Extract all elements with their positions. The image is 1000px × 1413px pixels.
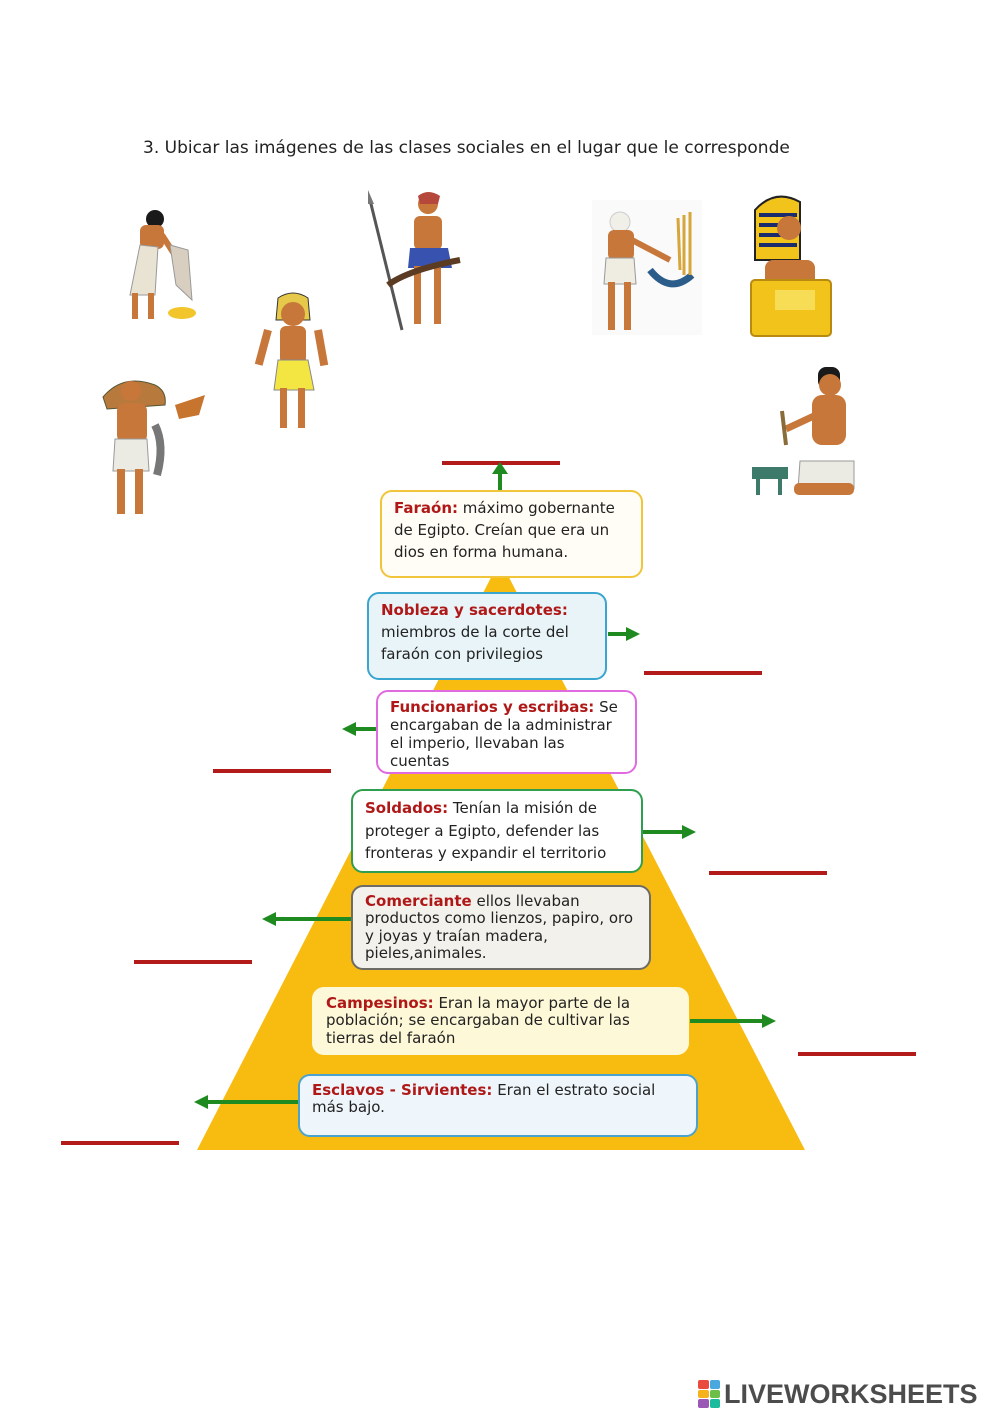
level-text: Tenían la misión de proteger a Egipto, d… xyxy=(365,799,607,862)
level-title: Funcionarios y escribas: xyxy=(390,698,595,716)
level-box-funcionarios: Funcionarios y escribas: Se encargaban d… xyxy=(376,690,637,774)
pharaoh-throne-figure[interactable] xyxy=(745,190,840,340)
logo-mark-icon xyxy=(698,1380,720,1408)
level-box-soldados: Soldados: Tenían la misión de proteger a… xyxy=(351,789,643,873)
level-box-campesinos: Campesinos: Eran la mayor parte de la po… xyxy=(312,987,689,1055)
level-title: Esclavos - Sirvientes: xyxy=(312,1081,493,1099)
level-box-comerciante: Comerciante ellos llevaban productos com… xyxy=(351,885,651,970)
level-title: Soldados: xyxy=(365,799,449,817)
hunter-servant-figure[interactable] xyxy=(95,375,215,520)
level-text: Se encargaban de la administrar el imper… xyxy=(390,698,618,770)
liveworksheets-logo: LIVEWORKSHEETS xyxy=(698,1378,978,1410)
level-text: máximo gobernante de Egipto. Creían que … xyxy=(394,499,615,561)
scribe-figure[interactable] xyxy=(750,365,860,500)
level-text: Eran la mayor parte de la población; se … xyxy=(326,994,631,1047)
soldier-spear-figure[interactable] xyxy=(368,190,468,335)
peasant-harvesting-figure[interactable] xyxy=(100,205,200,325)
level-box-nobleza: Nobleza y sacerdotes: miembros de la cor… xyxy=(367,592,607,680)
instruction-text: 3. Ubicar las imágenes de las clases soc… xyxy=(143,138,790,158)
level-box-esclavos: Esclavos - Sirvientes: Eran el estrato s… xyxy=(298,1074,698,1137)
level-title: Nobleza y sacerdotes: xyxy=(381,601,568,619)
farmer-sickle-figure[interactable] xyxy=(592,200,702,335)
level-text: Eran el estrato social más bajo. xyxy=(312,1081,656,1117)
level-title: Campesinos: xyxy=(326,994,434,1012)
level-title: Faraón: xyxy=(394,499,458,517)
pharaoh-child-figure[interactable] xyxy=(248,290,338,435)
level-title: Comerciante xyxy=(365,892,472,910)
level-text: miembros de la corte del faraón con priv… xyxy=(381,622,569,663)
level-box-faraon: Faraón: máximo gobernante de Egipto. Cre… xyxy=(380,490,643,578)
logo-text: LIVEWORKSHEETS xyxy=(724,1378,978,1409)
level-text: ellos llevaban productos como lienzos, p… xyxy=(365,892,634,962)
